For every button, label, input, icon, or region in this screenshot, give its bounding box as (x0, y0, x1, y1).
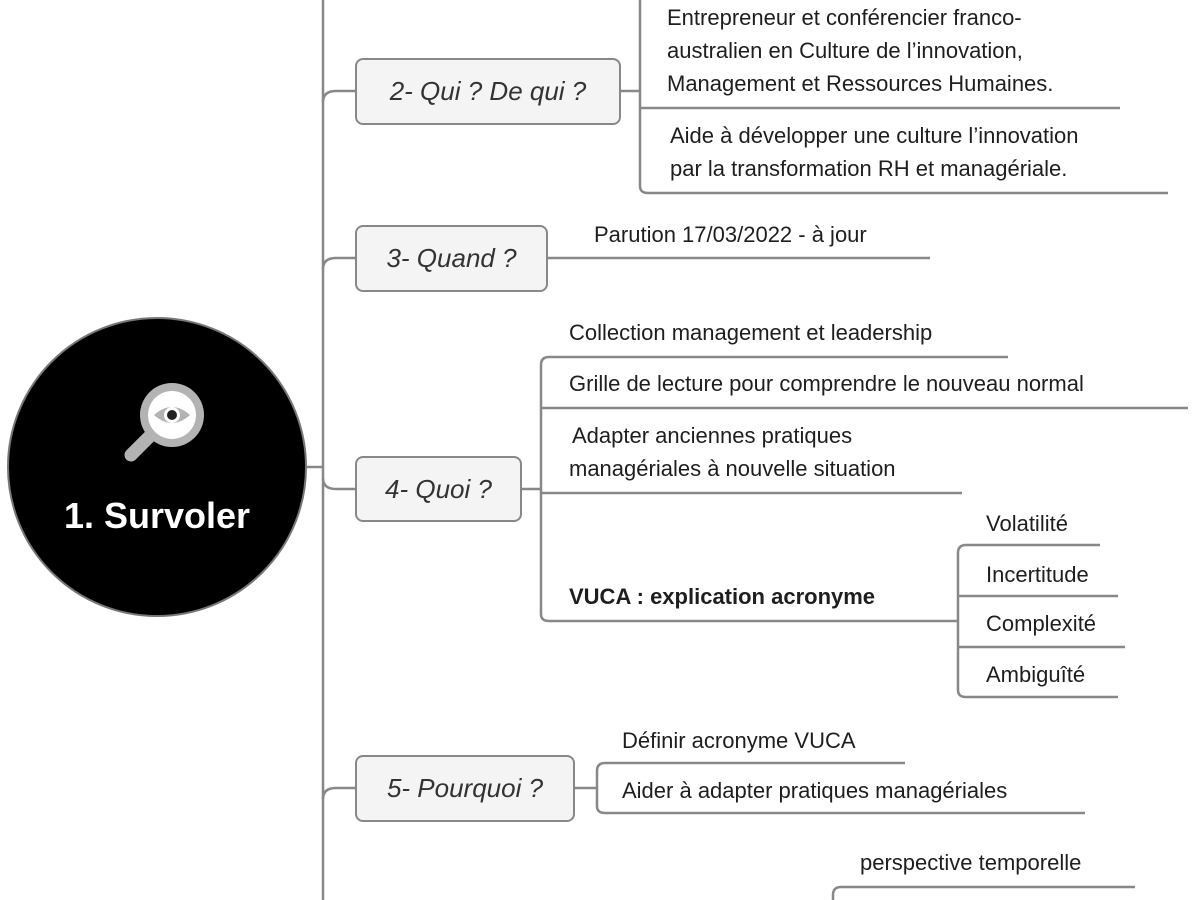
quoi-item-3a: Adapter anciennes pratiques (572, 423, 853, 448)
quand-item: Parution 17/03/2022 - à jour (594, 222, 867, 247)
pourquoi-item-2: Aider à adapter pratiques managériales (622, 778, 1008, 803)
quoi-item-2: Grille de lecture pour comprendre le nou… (569, 371, 1084, 396)
branch-quoi[interactable]: 4- Quoi ? (355, 456, 522, 522)
quoi-item-3b: managériales à nouvelle situation (569, 456, 896, 481)
pourquoi-item-1: Définir acronyme VUCA (622, 728, 856, 753)
perspective-item: perspective temporelle (860, 850, 1082, 875)
vuca-volatilite: Volatilité (986, 511, 1068, 536)
qui-line-4: Aide à développer une culture l’innovati… (670, 123, 1079, 148)
vuca-ambiguite: Ambiguîté (986, 662, 1086, 687)
quoi-item-1: Collection management et leadership (569, 320, 933, 345)
branch-qui[interactable]: 2- Qui ? De qui ? (355, 58, 621, 125)
qui-line-2: australien en Culture de l’innovation, (667, 38, 1023, 63)
root-title: 1. Survoler (63, 495, 251, 536)
quoi-item-vuca: VUCA : explication acronyme (569, 584, 876, 609)
vuca-incertitude: Incertitude (986, 562, 1089, 587)
qui-line-5: par la transformation RH et managériale. (670, 156, 1068, 181)
root-node[interactable]: 1. Survoler (7, 317, 307, 617)
magnifier-eye-icon (124, 383, 204, 462)
branch-quand[interactable]: 3- Quand ? (355, 225, 548, 292)
branch-pourquoi[interactable]: 5- Pourquoi ? (355, 755, 575, 822)
qui-line-3: Management et Ressources Humaines. (667, 71, 1054, 96)
qui-line-1: Entrepreneur et conférencier franco- (667, 5, 1022, 30)
vuca-complexite: Complexité (986, 611, 1097, 636)
